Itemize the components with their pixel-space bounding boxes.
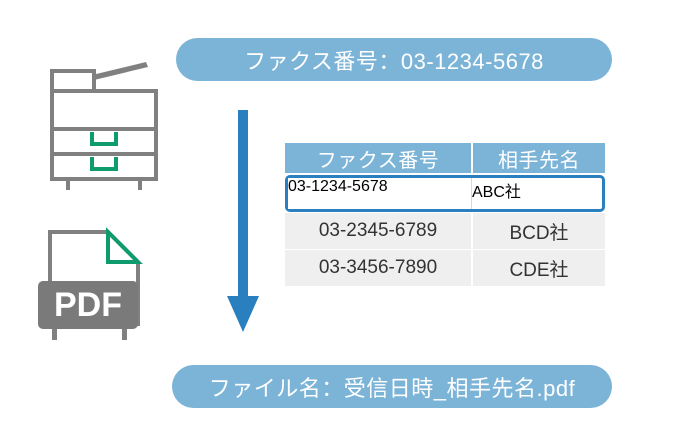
cell-fax-number: 03-2345-6789 [285, 213, 471, 249]
fax-number-banner-label: ファクス番号：03-1234-5678 [244, 48, 544, 74]
multifunction-printer-icon [34, 58, 174, 190]
cell-recipient-name: BCD社 [473, 213, 605, 249]
cell-fax-number: 03-3456-7890 [285, 250, 471, 286]
table-header-row: ファクス番号 相手先名 [285, 143, 605, 173]
table-row[interactable]: 03-2345-6789 BCD社 [285, 213, 605, 249]
pdf-file-icon: PDF [30, 224, 152, 340]
table-row[interactable]: 03-3456-7890 CDE社 [285, 250, 605, 286]
pdf-icon-label: PDF [54, 286, 122, 324]
column-header-recipient-name: 相手先名 [473, 143, 605, 173]
down-arrow-icon [226, 110, 260, 332]
file-name-banner: ファイル名：受信日時_相手先名.pdf [172, 365, 612, 408]
cell-fax-number: 03-1234-5678 [288, 178, 472, 209]
cell-recipient-name: CDE社 [473, 250, 605, 286]
table-row[interactable]: 03-1234-5678 ABC社 [285, 175, 605, 212]
column-header-fax-number: ファクス番号 [285, 143, 471, 173]
file-name-banner-label: ファイル名：受信日時_相手先名.pdf [208, 375, 576, 401]
fax-number-banner: ファクス番号：03-1234-5678 [176, 38, 612, 81]
fax-recipient-table: ファクス番号 相手先名 03-1234-5678 ABC社 03-2345-67… [285, 143, 605, 286]
cell-recipient-name: ABC社 [472, 178, 600, 209]
